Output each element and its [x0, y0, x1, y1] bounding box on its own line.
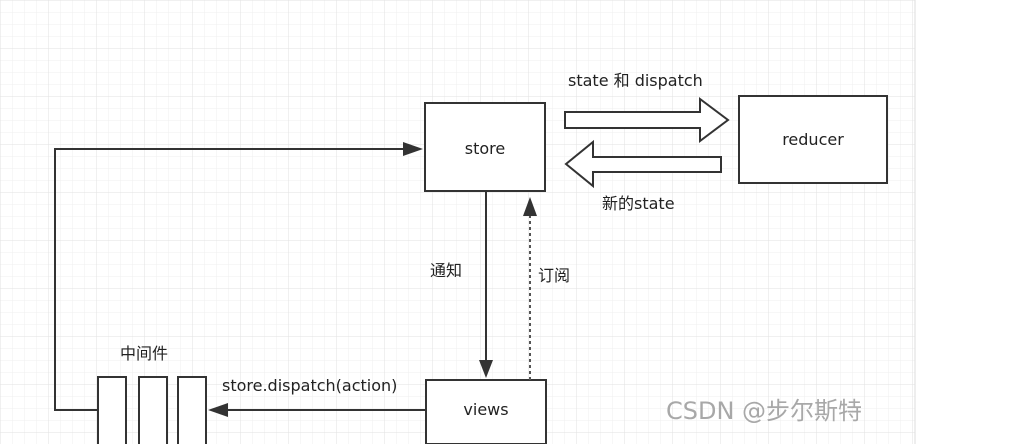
reducer-node: reducer [738, 95, 888, 184]
dispatch-action-label: store.dispatch(action) [222, 376, 397, 395]
middleware-box-2 [138, 376, 168, 444]
notify-label: 通知 [430, 261, 462, 280]
views-node-label: views [463, 400, 508, 419]
store-node: store [424, 102, 546, 192]
new-state-label: 新的state [602, 194, 675, 213]
middleware-group [97, 376, 207, 444]
middleware-box-3 [177, 376, 207, 444]
subscribe-arrow [523, 197, 537, 380]
subscribe-label: 订阅 [538, 266, 570, 285]
dispatch-arrow [208, 403, 426, 417]
new-state-block-arrow [564, 139, 722, 189]
notify-arrow [479, 192, 493, 378]
middleware-box-1 [97, 376, 127, 444]
middleware-to-store-arrow [54, 142, 423, 411]
csdn-watermark: CSDN @步尔斯特 [666, 397, 862, 425]
state-dispatch-block-arrow [564, 97, 730, 143]
reducer-node-label: reducer [782, 130, 844, 149]
grid-background [0, 0, 915, 444]
views-node: views [425, 379, 547, 444]
state-dispatch-label: state 和 dispatch [568, 71, 703, 90]
store-node-label: store [465, 139, 505, 158]
middleware-label: 中间件 [120, 344, 168, 363]
